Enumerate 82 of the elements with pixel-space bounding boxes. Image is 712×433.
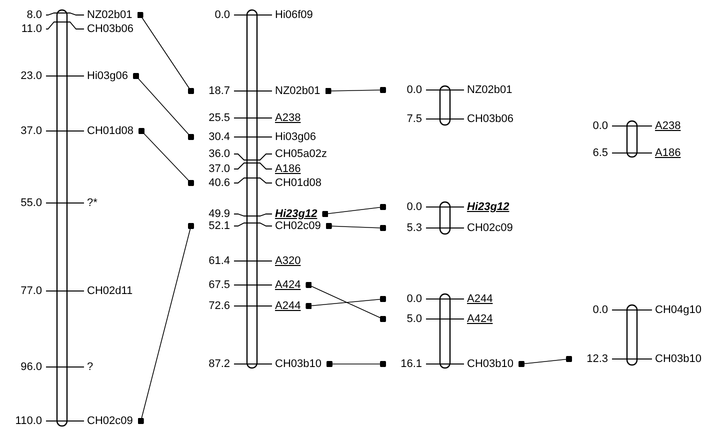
marker-name: NZ02b01: [467, 83, 512, 97]
marker-name: A424: [275, 278, 301, 292]
position-label: 5.0: [406, 312, 422, 326]
position-label: 37.0: [208, 162, 230, 176]
marker-name: A238: [275, 111, 301, 125]
position-label: 18.7: [208, 84, 230, 98]
chromosome-bar: [246, 9, 258, 369]
position-label: 5.3: [406, 221, 422, 235]
connector-line: [138, 223, 194, 424]
position-label: 0.0: [406, 200, 422, 214]
position-label: 30.4: [208, 130, 230, 144]
position-label: 7.5: [406, 112, 422, 126]
marker-name: Hi06f09: [275, 8, 313, 22]
connector-line: [322, 204, 386, 217]
position-label: 49.9: [208, 207, 230, 221]
position-label: 12.3: [586, 352, 608, 366]
chromosome-bar: [626, 120, 638, 158]
marker-name: A320: [275, 254, 301, 268]
position-label: 96.0: [20, 360, 42, 374]
position-label: 0.0: [592, 303, 608, 317]
marker-name: CH02c09: [87, 414, 133, 428]
marker-name: A244: [275, 299, 301, 313]
connector-line: [306, 282, 386, 322]
position-label: 0.0: [592, 119, 608, 133]
chromosome-bar: [439, 293, 451, 369]
position-label: 55.0: [20, 196, 42, 210]
position-label: 23.0: [20, 69, 42, 83]
marker-name: A186: [275, 162, 301, 176]
marker-name: CH05a02z: [275, 147, 327, 161]
marker-name: CH02d11: [87, 284, 133, 298]
marker-name: Hi23g12: [275, 207, 318, 221]
connector-line: [518, 356, 572, 367]
position-label: 0.0: [214, 8, 230, 22]
chromosome-bar: [626, 304, 638, 366]
chromosome-bar: [439, 85, 451, 126]
connector-line: [132, 73, 194, 140]
position-label: 52.1: [208, 219, 230, 233]
connector-line: [137, 12, 194, 94]
position-label: 11.0: [20, 22, 42, 36]
marker-name: NZ02b01: [275, 84, 320, 98]
position-label: 110.0: [14, 414, 42, 428]
position-label: 0.0: [406, 292, 422, 306]
position-label: 77.0: [20, 284, 42, 298]
marker-name: CH02c09: [467, 221, 513, 235]
position-label: 67.5: [208, 278, 230, 292]
marker-name: A238: [655, 119, 681, 133]
position-label: 0.0: [406, 83, 422, 97]
chromosome-bar: [439, 201, 451, 235]
marker-name: NZ02b01: [87, 8, 132, 22]
position-label: 8.0: [26, 8, 42, 22]
position-label: 25.5: [208, 111, 230, 125]
marker-name: ?*: [87, 196, 98, 210]
position-label: 37.0: [20, 124, 42, 138]
marker-name: Hi23g12: [467, 200, 510, 214]
connector-line: [325, 87, 386, 94]
marker-name: CH04g10: [655, 303, 702, 317]
marker-name: A186: [655, 146, 681, 160]
marker-name: CH03b10: [655, 352, 702, 366]
position-label: 61.4: [208, 254, 230, 268]
marker-name: Hi03g06: [87, 69, 128, 83]
position-label: 36.0: [208, 147, 230, 161]
marker-name: CH03b10: [275, 357, 322, 371]
position-label: 6.5: [592, 146, 608, 160]
connector-line: [138, 128, 194, 186]
marker-name: CH01d08: [275, 176, 322, 190]
position-label: 16.1: [400, 357, 422, 371]
connector-line: [326, 223, 386, 231]
marker-name: CH03b06: [467, 112, 514, 126]
position-label: 87.2: [208, 357, 230, 371]
marker-name: A244: [467, 292, 493, 306]
position-label: 72.6: [208, 299, 230, 313]
connector-line: [306, 296, 386, 309]
marker-name: CH03b10: [467, 357, 514, 371]
position-label: 40.6: [208, 176, 230, 190]
marker-name: A424: [467, 312, 493, 326]
connector-line: [326, 361, 386, 367]
marker-name: ?: [87, 360, 94, 374]
marker-name: CH02c09: [275, 220, 321, 233]
marker-name: CH01d08: [87, 124, 134, 138]
chromosome-bar: [56, 9, 68, 427]
marker-name: Hi03g06: [275, 130, 316, 144]
marker-name: CH03b06: [87, 22, 134, 36]
